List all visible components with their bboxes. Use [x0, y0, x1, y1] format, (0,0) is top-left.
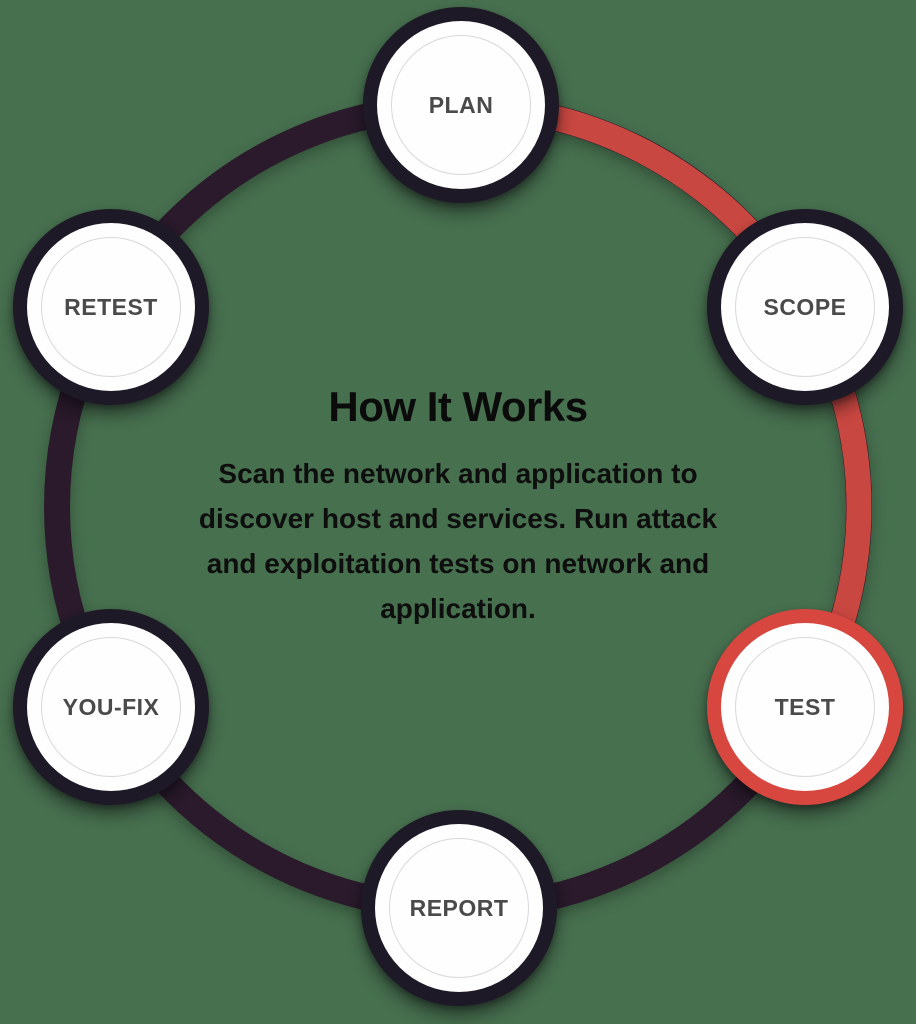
- step-label: RETEST: [64, 293, 158, 320]
- step-node-plan[interactable]: PLAN: [363, 7, 559, 203]
- step-node-scope[interactable]: SCOPE: [707, 209, 903, 405]
- step-label: REPORT: [409, 894, 509, 921]
- step-node-inner-ring: [41, 237, 181, 377]
- page-title: How It Works: [328, 383, 588, 430]
- step-label: TEST: [774, 693, 836, 720]
- step-label: PLAN: [428, 91, 494, 118]
- step-node-test-active[interactable]: TEST: [707, 609, 903, 805]
- step-node-inner-ring: [735, 237, 875, 377]
- step-node-inner-ring: [389, 838, 529, 978]
- step-description: Scan the network and application to disc…: [198, 458, 718, 625]
- step-node-inner-ring: [41, 637, 181, 777]
- step-label: SCOPE: [763, 293, 847, 320]
- step-label: YOU-FIX: [62, 693, 160, 720]
- step-node-report[interactable]: REPORT: [361, 810, 557, 1006]
- step-node-retest[interactable]: RETEST: [13, 209, 209, 405]
- step-node-inner-ring: [391, 35, 531, 175]
- center-copy: How It Works Scan the network and applic…: [158, 383, 758, 631]
- step-node-you-fix[interactable]: YOU-FIX: [13, 609, 209, 805]
- step-node-inner-ring: [735, 637, 875, 777]
